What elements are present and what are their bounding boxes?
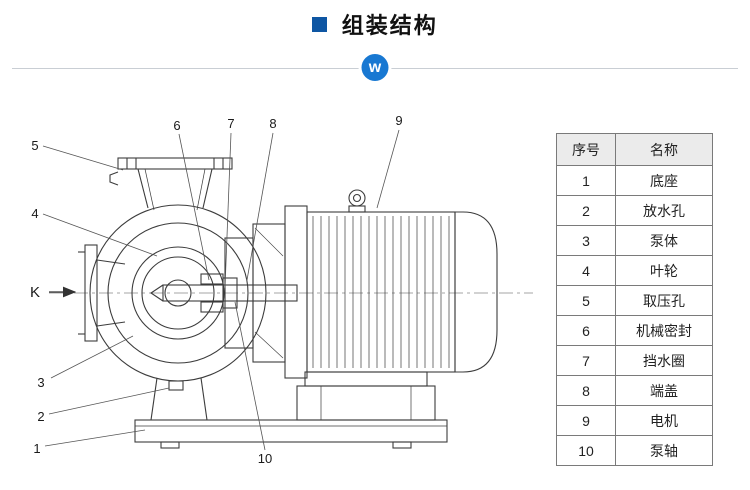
brand-watermark-badge: w <box>361 54 389 81</box>
table-row: 6 机械密封 <box>556 315 713 346</box>
pump-outline <box>49 157 533 449</box>
callout-9: 9 <box>395 113 402 128</box>
part-number: 5 <box>556 285 616 316</box>
part-name: 端盖 <box>615 375 713 406</box>
part-number: 1 <box>556 165 616 196</box>
callout-2: 2 <box>37 409 44 424</box>
callout-1: 1 <box>33 441 40 456</box>
part-number: 6 <box>556 315 616 346</box>
header-part-number: 序号 <box>556 133 616 166</box>
table-row: 2 放水孔 <box>556 195 713 226</box>
callout-7: 7 <box>227 116 234 131</box>
table-row: 8 端盖 <box>556 375 713 406</box>
part-name: 放水孔 <box>615 195 713 226</box>
part-name: 机械密封 <box>615 315 713 346</box>
parts-table: 序号 名称 1 底座 2 放水孔 3 泵体 4 叶轮 5 取压孔 6 机械密封 <box>556 133 713 466</box>
table-row: 1 底座 <box>556 165 713 196</box>
table-row: 9 电机 <box>556 405 713 436</box>
part-number: 7 <box>556 345 616 376</box>
part-name: 取压孔 <box>615 285 713 316</box>
header-part-name: 名称 <box>615 133 713 166</box>
callout-5: 5 <box>31 138 38 153</box>
callout-4: 4 <box>31 206 38 221</box>
part-name: 叶轮 <box>615 255 713 286</box>
part-number: 4 <box>556 255 616 286</box>
table-row: 4 叶轮 <box>556 255 713 286</box>
part-name: 泵轴 <box>615 435 713 466</box>
callout-leader-lines <box>42 129 400 451</box>
callout-8: 8 <box>269 116 276 131</box>
part-number: 2 <box>556 195 616 226</box>
table-row: 3 泵体 <box>556 225 713 256</box>
part-name: 挡水圈 <box>615 345 713 376</box>
callout-3: 3 <box>37 375 44 390</box>
table-row: 5 取压孔 <box>556 285 713 316</box>
callout-K: K <box>30 284 40 301</box>
page-header: 组装结构 <box>0 8 750 40</box>
part-name: 底座 <box>615 165 713 196</box>
callout-6: 6 <box>173 118 180 133</box>
part-name: 电机 <box>615 405 713 436</box>
pump-assembly-drawing: 5 4 K 3 2 1 6 7 8 9 10 <box>30 113 533 466</box>
badge-letter: w <box>368 59 382 76</box>
part-name: 泵体 <box>615 225 713 256</box>
part-number: 3 <box>556 225 616 256</box>
table-row: 7 挡水圈 <box>556 345 713 376</box>
part-number: 9 <box>556 405 616 436</box>
parts-table-header-row: 序号 名称 <box>556 133 713 166</box>
callout-10: 10 <box>258 451 272 466</box>
callout-labels: 5 4 K 3 2 1 6 7 8 9 10 <box>30 113 403 466</box>
part-number: 10 <box>556 435 616 466</box>
table-row: 10 泵轴 <box>556 435 713 466</box>
part-number: 8 <box>556 375 616 406</box>
page-title: 组装结构 <box>341 13 438 38</box>
title-bullet-square-icon <box>312 16 328 32</box>
